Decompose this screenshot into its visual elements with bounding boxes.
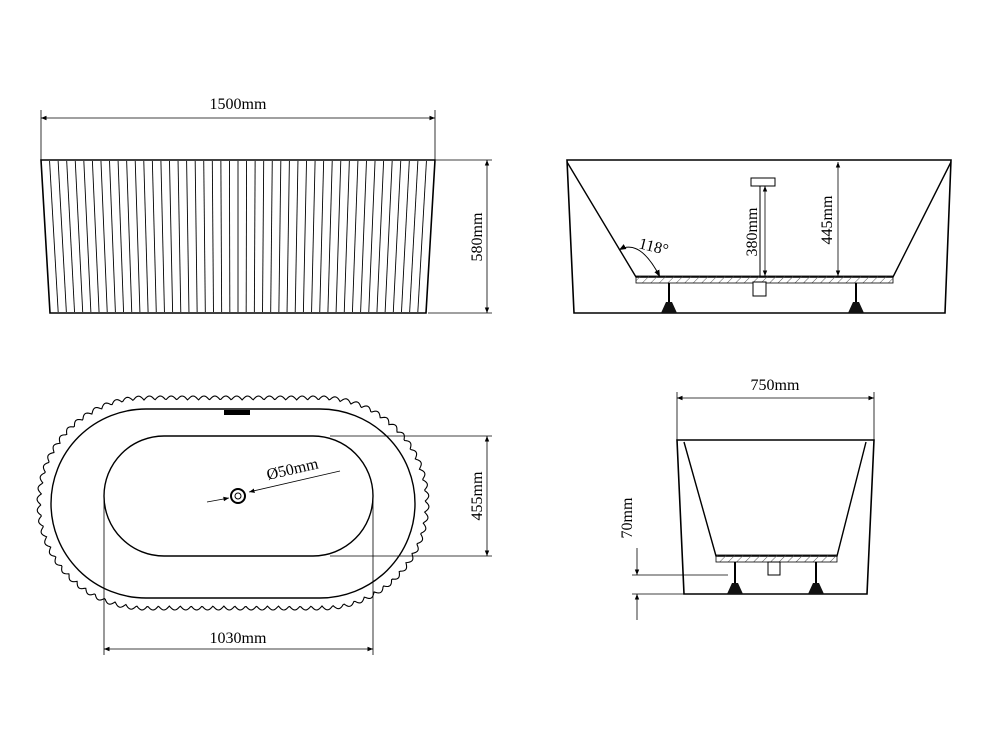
inner-width-label: 455mm [469, 471, 486, 520]
leg-left [727, 562, 743, 594]
angle-label: 118° [637, 235, 670, 259]
overflow-icon [224, 410, 250, 415]
front-view: 1500mm 580mm [40, 96, 492, 314]
leg-right [848, 283, 864, 313]
drain-icon [767, 561, 781, 576]
rim-inner-outline [50, 408, 416, 599]
side-section-view: 118° 380mm 445mm [566, 159, 952, 314]
scalloped-rim-outline [36, 395, 430, 611]
depth-label: 445mm [819, 195, 836, 244]
end-width-label: 750mm [751, 377, 800, 394]
foot-height-label: 70mm [619, 497, 636, 538]
front-width-label: 1500mm [210, 96, 267, 113]
angle-arc [618, 244, 661, 278]
end-section-view: 750mm 70mm [619, 377, 875, 620]
overflow-icon [750, 177, 776, 187]
leg-right [808, 562, 824, 594]
tub-body-outline [40, 159, 436, 314]
end-inner-outline [683, 441, 867, 557]
section-outer-outline [566, 159, 952, 314]
front-height-label: 580mm [469, 212, 486, 261]
leg-left [661, 283, 677, 313]
drain-icon [752, 281, 767, 297]
fluting-lines [49, 160, 427, 313]
inner-length-label: 1030mm [210, 630, 267, 647]
top-view: Ø50mm 455mm 1030mm [36, 395, 492, 655]
drain-diameter-label: Ø50mm [265, 455, 320, 483]
drain-height-label: 380mm [744, 207, 761, 256]
end-outer-outline [676, 439, 875, 595]
